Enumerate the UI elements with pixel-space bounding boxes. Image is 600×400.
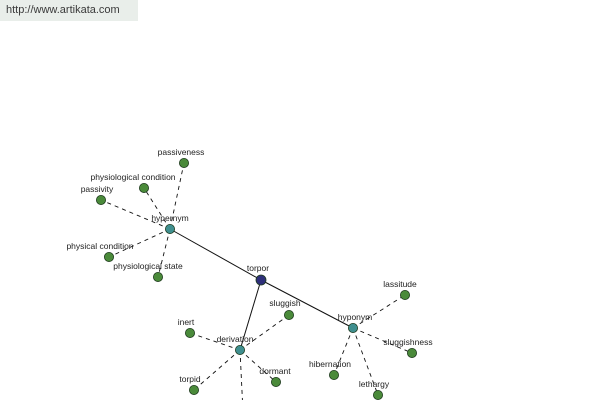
node-torpid[interactable]	[188, 384, 199, 395]
node-dormant[interactable]	[270, 376, 281, 387]
edge-derivation-dormant	[239, 349, 277, 383]
graph-nodes	[96, 157, 417, 400]
label-dormant[interactable]: dormant	[259, 366, 291, 376]
node-inert[interactable]	[184, 327, 195, 338]
edge-hyponym-sluggishness	[352, 327, 413, 354]
label-passivity[interactable]: passivity	[81, 184, 114, 194]
url-banner[interactable]: http://www.artikata.com	[0, 0, 138, 21]
node-passivity[interactable]	[96, 194, 107, 205]
edge-hypernym-physiological-state	[157, 228, 171, 278]
node-torpor[interactable]	[255, 274, 267, 286]
label-hibernation[interactable]: hibernation	[309, 359, 351, 369]
label-passiveness[interactable]: passiveness	[158, 147, 205, 157]
edge-hypernym-passiveness	[169, 162, 185, 230]
edge-derivation-offscreen	[239, 349, 243, 400]
label-derivation[interactable]: derivation	[217, 334, 254, 344]
label-sluggishness[interactable]: sluggishness	[383, 337, 432, 347]
edge-hyponym-lethargy	[352, 327, 379, 396]
edge-hypernym-physiological-condition	[143, 187, 171, 230]
label-physiological-condition[interactable]: physiological condition	[90, 172, 175, 182]
edge-torpor-hyponym	[260, 279, 354, 329]
label-hyponym[interactable]: hyponym	[338, 312, 373, 322]
label-physical-condition[interactable]: physical condition	[66, 241, 133, 251]
node-hyponym[interactable]	[347, 322, 358, 333]
edge-derivation-sluggish	[239, 314, 290, 351]
label-hypernym[interactable]: hypernym	[151, 213, 188, 223]
node-derivation[interactable]	[234, 344, 245, 355]
node-sluggishness[interactable]	[406, 347, 417, 358]
edge-hyponym-hibernation	[333, 327, 354, 376]
node-physical-condition[interactable]	[104, 251, 115, 262]
node-lassitude[interactable]	[399, 289, 410, 300]
edge-hypernym-physical-condition	[108, 228, 171, 258]
node-physiological-condition[interactable]	[138, 182, 149, 193]
node-lethargy[interactable]	[372, 389, 383, 400]
node-hypernym[interactable]	[164, 223, 175, 234]
graph-edges	[100, 162, 413, 400]
label-torpor[interactable]: torpor	[247, 263, 269, 273]
node-physiological-state[interactable]	[152, 271, 163, 282]
label-torpid[interactable]: torpid	[179, 374, 201, 384]
edge-derivation-torpid	[193, 349, 241, 391]
edge-derivation-inert	[189, 332, 241, 351]
label-physiological-state[interactable]: physiological state	[113, 261, 183, 271]
graph-labels: torpor hypernym hyponym derivation passivene…	[66, 147, 432, 389]
label-inert[interactable]: inert	[178, 317, 195, 327]
node-hibernation[interactable]	[328, 369, 339, 380]
edge-hyponym-lassitude	[352, 294, 406, 329]
node-passiveness[interactable]	[178, 157, 189, 168]
edge-torpor-derivation	[239, 279, 262, 351]
edge-torpor-hypernym	[169, 228, 262, 281]
label-sluggish[interactable]: sluggish	[269, 298, 300, 308]
label-lethargy[interactable]: lethargy	[359, 379, 390, 389]
node-sluggish[interactable]	[283, 309, 294, 320]
label-lassitude[interactable]: lassitude	[383, 279, 417, 289]
